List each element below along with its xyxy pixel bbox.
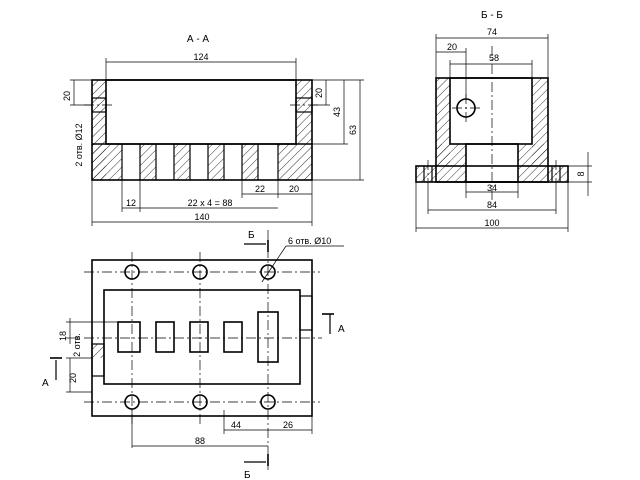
holes-note: 6 отв. Ø10: [288, 236, 331, 246]
cut-b-top-label: Б: [248, 230, 255, 241]
plan-window-2: [155, 321, 175, 353]
section-bb-view: Б - Б 74 20 58: [415, 10, 592, 232]
aa-rib-hatch-2: [174, 144, 190, 180]
plan-inner-housing: [103, 289, 301, 385]
bb-inner-cavity: [449, 77, 533, 145]
section-aa-view: А - А 124: [62, 34, 364, 226]
plan-view: 6 отв. Ø10 Б Б А А 18 2 отв. 20 44 26 88: [42, 230, 345, 480]
bb-dim-8: 8: [576, 171, 586, 176]
aa-dim-140: 140: [194, 212, 209, 222]
plan-dim-88: 88: [195, 436, 205, 446]
plan-window-5: [257, 311, 279, 363]
bb-left-flange-hatch: [416, 166, 466, 182]
plan-right-notch: [299, 295, 313, 331]
aa-dim-right-20: 20: [314, 88, 324, 98]
aa-rib-edges: [121, 144, 279, 180]
aa-right-foot-hatch: [278, 144, 312, 180]
mount-hole-1: [124, 264, 140, 280]
mount-hole-5: [192, 394, 208, 410]
aa-dim-63: 63: [348, 125, 358, 135]
aa-holes-note: 2 отв. Ø12: [74, 123, 84, 166]
mount-hole-4: [124, 394, 140, 410]
bb-right-foot-hatch: [518, 144, 548, 166]
bb-dim-84: 84: [487, 200, 497, 210]
aa-dim-43: 43: [332, 107, 342, 117]
aa-rib-hatch-4: [242, 144, 258, 180]
plan-window-4: [223, 321, 243, 353]
plan-left-notch-hatch: [92, 344, 104, 358]
bb-dim-100: 100: [484, 218, 499, 228]
aa-dim-series: 22 x 4 = 88: [188, 198, 233, 208]
mount-hole-2: [192, 264, 208, 280]
bb-dim-20: 20: [447, 42, 457, 52]
plan-dim-20: 20: [68, 373, 78, 383]
plan-window-3: [189, 321, 209, 353]
bb-dim-58: 58: [489, 53, 499, 63]
bb-left-foot-hatch: [436, 144, 466, 166]
holes-leader: [261, 245, 287, 283]
bb-dim-74: 74: [487, 27, 497, 37]
aa-rib-hatch-3: [208, 144, 224, 180]
plan-mounting-holes: [124, 264, 276, 410]
bb-dim-34: 34: [487, 183, 497, 193]
mount-hole-6: [260, 394, 276, 410]
plan-dim-26: 26: [283, 420, 293, 430]
cut-a-left-label: А: [42, 378, 49, 389]
bb-right-flange-hatch: [518, 166, 568, 182]
section-bb-title: Б - Б: [481, 10, 503, 21]
section-aa-title: А - А: [187, 34, 210, 45]
aa-dim-20: 20: [289, 184, 299, 194]
plan-dim-44: 44: [231, 420, 241, 430]
aa-dim-left-20: 20: [62, 91, 72, 101]
aa-left-foot-hatch: [92, 144, 122, 180]
plan-window-1: [117, 321, 141, 353]
plan-dim-18: 18: [58, 331, 68, 341]
aa-dim-22: 22: [255, 184, 265, 194]
aa-dim-12: 12: [126, 198, 136, 208]
mount-hole-3: [260, 264, 276, 280]
cut-b-bottom-label: Б: [244, 470, 251, 480]
aa-rib-hatch-1: [140, 144, 156, 180]
aa-inner-cavity: [105, 79, 297, 145]
aa-dim-124: 124: [193, 52, 208, 62]
cut-a-right-label: А: [338, 324, 345, 335]
plan-slot-note: 2 отв.: [72, 333, 82, 357]
